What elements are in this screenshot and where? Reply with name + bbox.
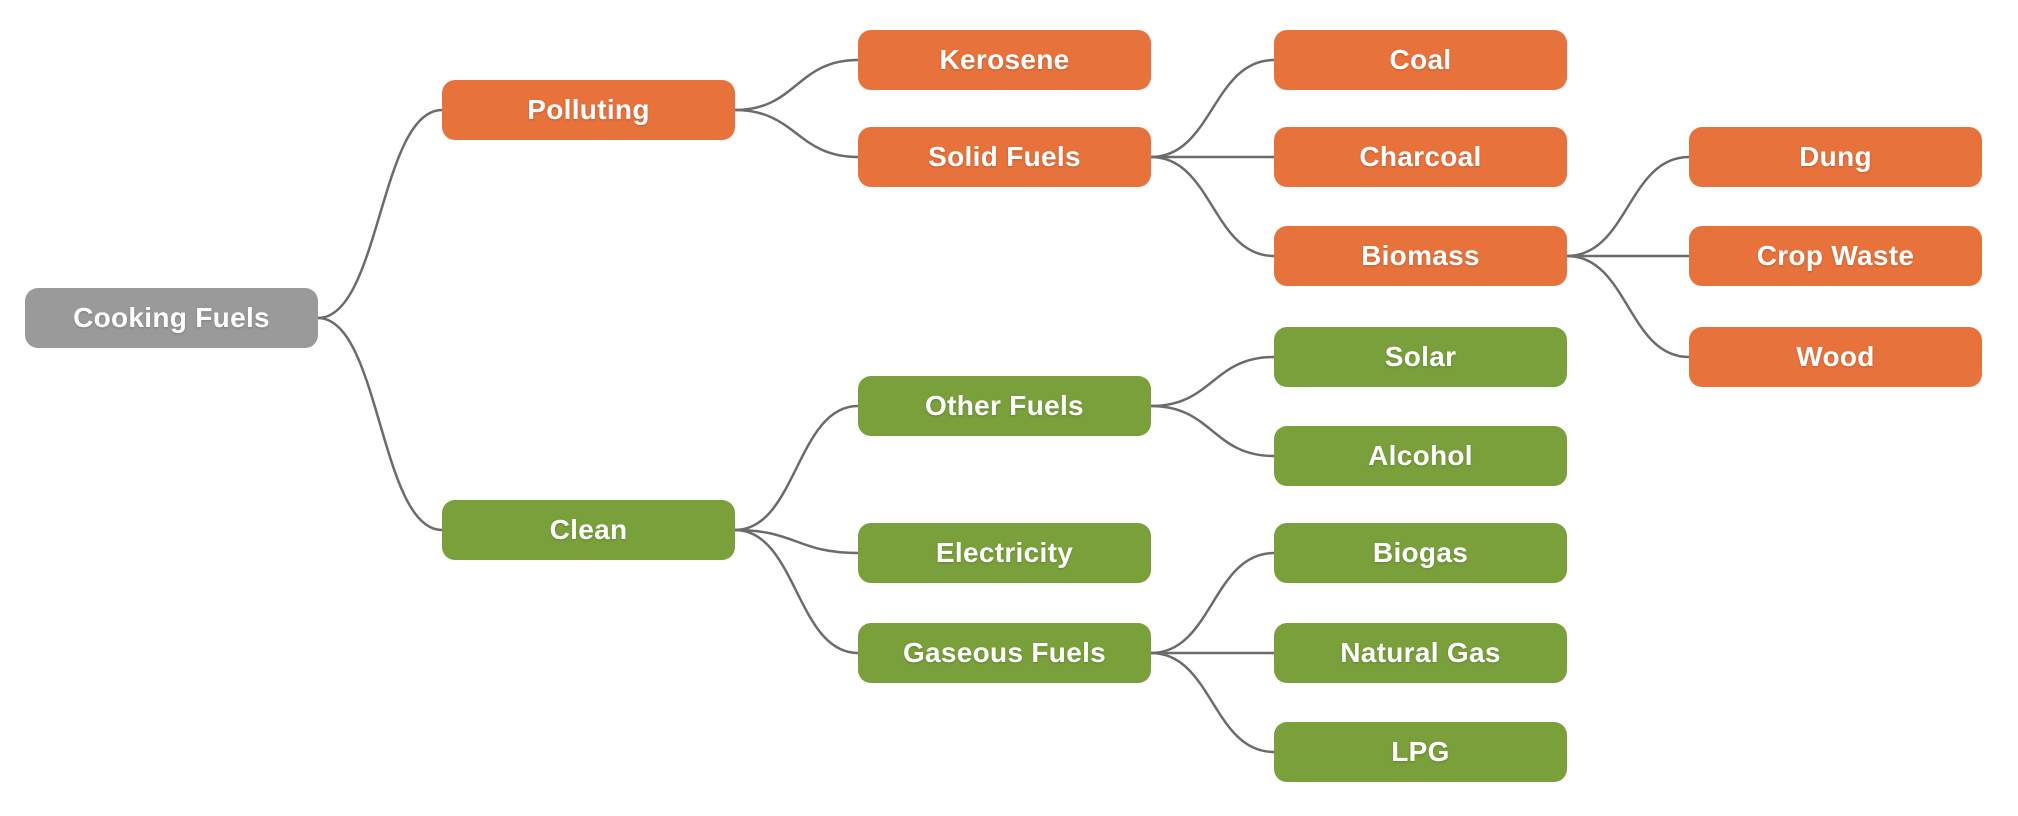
node-gaseous-fuels[interactable]: Gaseous Fuels: [858, 623, 1151, 683]
edge-clean-electricity: [733, 528, 860, 555]
edge-gaseous-fuels-biogas: [1149, 551, 1276, 655]
edge-gaseous-fuels-lpg: [1149, 651, 1276, 754]
edge-clean-gaseous-fuels: [733, 528, 860, 655]
node-polluting[interactable]: Polluting: [442, 80, 735, 140]
edge-biomass-dung: [1565, 155, 1691, 258]
edge-other-fuels-alcohol: [1149, 404, 1276, 458]
edge-clean-other-fuels: [733, 404, 860, 532]
edge-polluting-kerosene: [733, 58, 860, 112]
node-biomass[interactable]: Biomass: [1274, 226, 1567, 286]
edge-polluting-solid-fuels: [733, 108, 860, 159]
node-solid-fuels[interactable]: Solid Fuels: [858, 127, 1151, 187]
node-kerosene[interactable]: Kerosene: [858, 30, 1151, 90]
node-coal[interactable]: Coal: [1274, 30, 1567, 90]
edge-cooking-fuels-polluting: [316, 108, 444, 320]
node-electricity[interactable]: Electricity: [858, 523, 1151, 583]
node-cooking-fuels[interactable]: Cooking Fuels: [25, 288, 318, 348]
node-alcohol[interactable]: Alcohol: [1274, 426, 1567, 486]
node-solar[interactable]: Solar: [1274, 327, 1567, 387]
node-lpg[interactable]: LPG: [1274, 722, 1567, 782]
edge-biomass-wood: [1565, 254, 1691, 359]
edge-other-fuels-solar: [1149, 355, 1276, 408]
edge-cooking-fuels-clean: [316, 316, 444, 532]
node-crop-waste[interactable]: Crop Waste: [1689, 226, 1982, 286]
node-natural-gas[interactable]: Natural Gas: [1274, 623, 1567, 683]
node-clean[interactable]: Clean: [442, 500, 735, 560]
node-wood[interactable]: Wood: [1689, 327, 1982, 387]
edge-solid-fuels-biomass: [1149, 155, 1276, 258]
node-charcoal[interactable]: Charcoal: [1274, 127, 1567, 187]
node-dung[interactable]: Dung: [1689, 127, 1982, 187]
node-biogas[interactable]: Biogas: [1274, 523, 1567, 583]
edge-solid-fuels-coal: [1149, 58, 1276, 159]
node-other-fuels[interactable]: Other Fuels: [858, 376, 1151, 436]
